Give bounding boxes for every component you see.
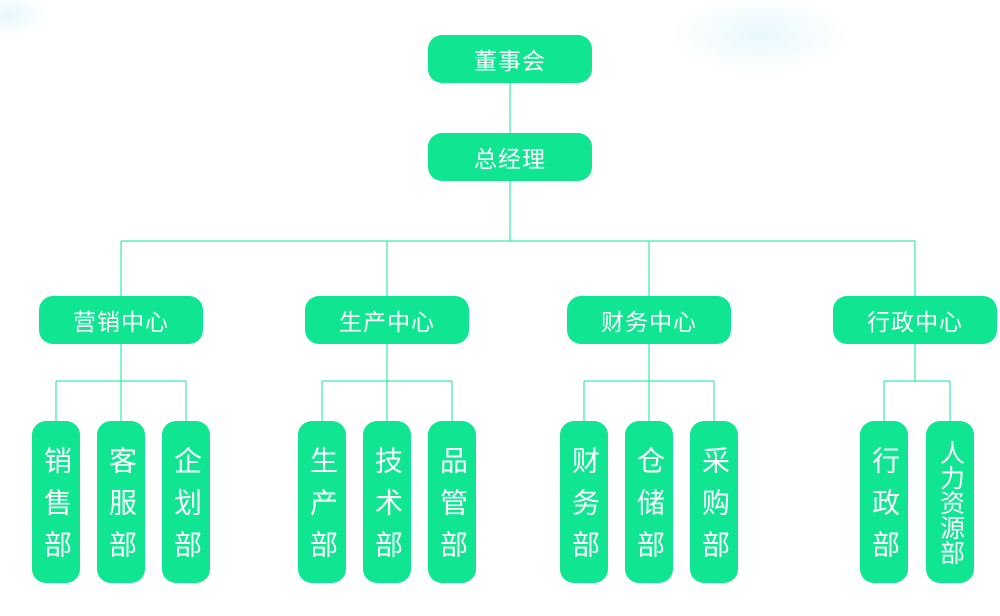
node-dept-label: 采购部 xyxy=(699,446,730,572)
node-dept-finance: 财务部 xyxy=(560,421,608,583)
node-dept-label: 企划部 xyxy=(171,446,202,572)
node-dept-label: 客服部 xyxy=(106,446,137,572)
node-board: 董事会 xyxy=(428,35,592,83)
node-dept-label: 行政部 xyxy=(869,446,900,572)
node-center-finance: 财务中心 xyxy=(567,296,731,344)
node-dept-production: 生产部 xyxy=(298,421,346,583)
node-dept-administration: 行政部 xyxy=(860,421,908,583)
node-dept-technology: 技术部 xyxy=(363,421,411,583)
node-dept-planning: 企划部 xyxy=(162,421,210,583)
node-dept-quality: 品管部 xyxy=(428,421,476,583)
node-center-admin: 行政中心 xyxy=(833,296,997,344)
node-general-manager: 总经理 xyxy=(428,133,592,181)
node-dept-label: 品管部 xyxy=(437,446,468,572)
node-center-marketing: 营销中心 xyxy=(39,296,203,344)
node-dept-human-resources: 人力资源部 xyxy=(926,421,974,583)
node-dept-label: 销售部 xyxy=(41,446,72,572)
node-dept-customer-service: 客服部 xyxy=(97,421,145,583)
node-dept-label: 技术部 xyxy=(372,446,403,572)
node-center-production: 生产中心 xyxy=(305,296,469,344)
node-dept-label: 生产部 xyxy=(307,446,338,572)
node-dept-warehouse: 仓储部 xyxy=(625,421,673,583)
node-dept-label: 财务部 xyxy=(569,446,600,572)
node-dept-procurement: 采购部 xyxy=(690,421,738,583)
node-dept-label: 仓储部 xyxy=(634,446,665,572)
node-dept-sales: 销售部 xyxy=(32,421,80,583)
node-dept-label: 人力资源部 xyxy=(936,439,965,565)
